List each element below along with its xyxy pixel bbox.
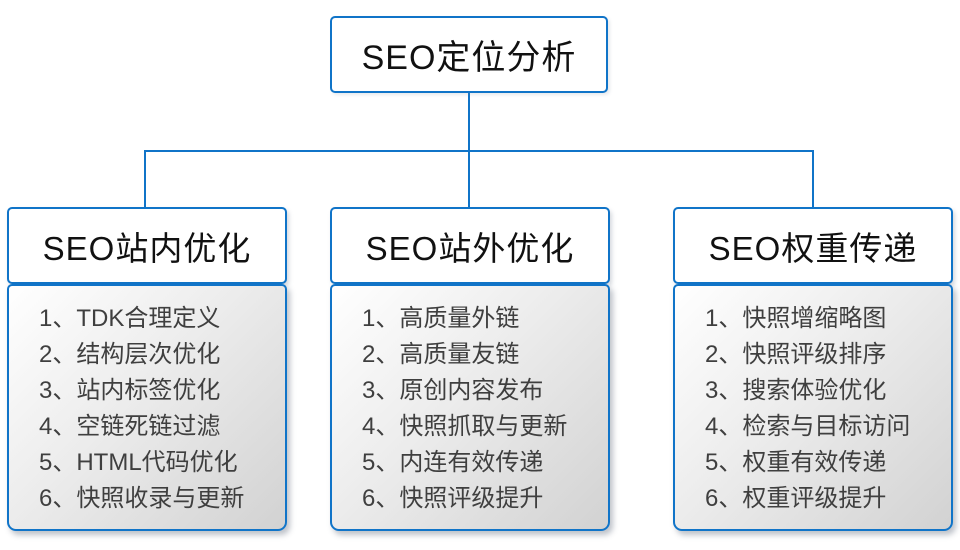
column-header-weight: SEO权重传递 xyxy=(673,207,953,284)
list-item: 4、检索与目标访问 xyxy=(705,413,911,440)
column-list-onsite: 1、TDK合理定义 2、结构层次优化 3、站内标签优化 4、空链死链过滤 5、H… xyxy=(7,284,287,531)
list-item: 3、站内标签优化 xyxy=(39,377,221,404)
list-item: 3、搜索体验优化 xyxy=(705,377,887,404)
connector-horizontal-bus xyxy=(144,150,814,152)
list-item: 6、快照收录与更新 xyxy=(39,485,245,512)
column-list-weight: 1、快照增缩略图 2、快照评级排序 3、搜索体验优化 4、检索与目标访问 5、权… xyxy=(673,284,953,531)
list-item: 4、快照抓取与更新 xyxy=(362,413,568,440)
list-item: 6、权重评级提升 xyxy=(705,485,887,512)
column-header-offsite-title: SEO站外优化 xyxy=(365,229,575,267)
list-item: 1、高质量外链 xyxy=(362,305,520,332)
root-node-title: SEO定位分析 xyxy=(361,39,577,77)
list-item: 2、高质量友链 xyxy=(362,341,520,368)
column-header-weight-title: SEO权重传递 xyxy=(708,229,918,267)
list-item: 1、快照增缩略图 xyxy=(705,305,887,332)
list-item: 2、快照评级排序 xyxy=(705,341,887,368)
connector-right-drop xyxy=(812,150,814,207)
list-item: 5、HTML代码优化 xyxy=(39,449,238,476)
root-node-seo-positioning: SEO定位分析 xyxy=(330,16,608,93)
column-header-onsite: SEO站内优化 xyxy=(7,207,287,284)
list-item: 6、快照评级提升 xyxy=(362,485,544,512)
list-item: 5、内连有效传递 xyxy=(362,449,544,476)
column-header-onsite-title: SEO站内优化 xyxy=(42,229,252,267)
list-item: 5、权重有效传递 xyxy=(705,449,887,476)
list-item: 4、空链死链过滤 xyxy=(39,413,221,440)
list-item: 2、结构层次优化 xyxy=(39,341,221,368)
column-header-offsite: SEO站外优化 xyxy=(330,207,610,284)
column-list-offsite: 1、高质量外链 2、高质量友链 3、原创内容发布 4、快照抓取与更新 5、内连有… xyxy=(330,284,610,531)
connector-left-drop xyxy=(144,150,146,207)
list-item: 1、TDK合理定义 xyxy=(39,305,221,332)
list-item: 3、原创内容发布 xyxy=(362,377,544,404)
